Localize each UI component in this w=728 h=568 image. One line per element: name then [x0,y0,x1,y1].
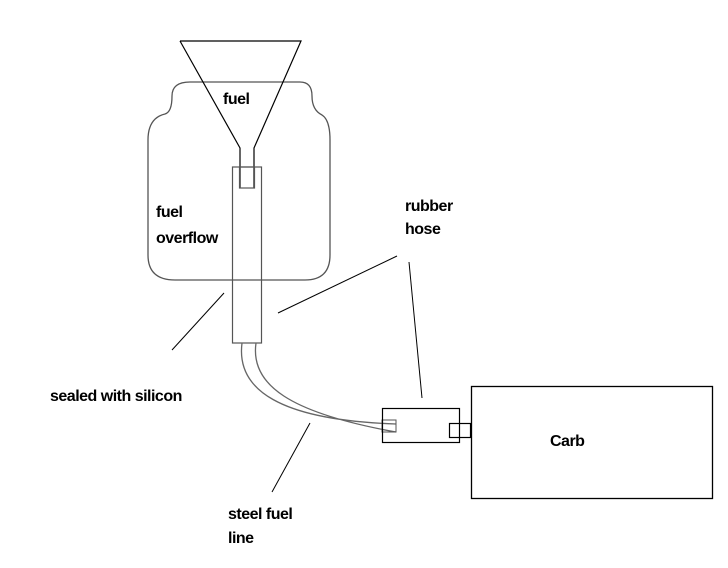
steel-leader [271,422,311,493]
funnel-label: fuel [223,91,250,108]
seal-label: sealed with silicon [50,388,182,405]
tank-label-1: fuel [156,204,183,221]
carburetor [470,385,714,500]
hose-leader-1 [277,255,398,314]
hose-label-2: hose [405,221,441,238]
steel-fuel-line [240,342,397,433]
overflow-jar [147,81,331,281]
rubber-hose-connector [381,407,461,444]
funnel-stem [238,166,256,189]
overflow-tube [231,166,263,344]
steel-label-1: steel fuel [228,506,292,523]
funnel [179,40,302,188]
hose-label-1: rubber [405,198,453,215]
carb-label: Carb [550,433,585,450]
hose-leader-2 [408,261,423,399]
seal-leader [171,292,225,351]
carb-fitting [448,422,472,439]
steel-label-2: line [228,530,254,547]
tank-label-2: overflow [156,230,219,247]
